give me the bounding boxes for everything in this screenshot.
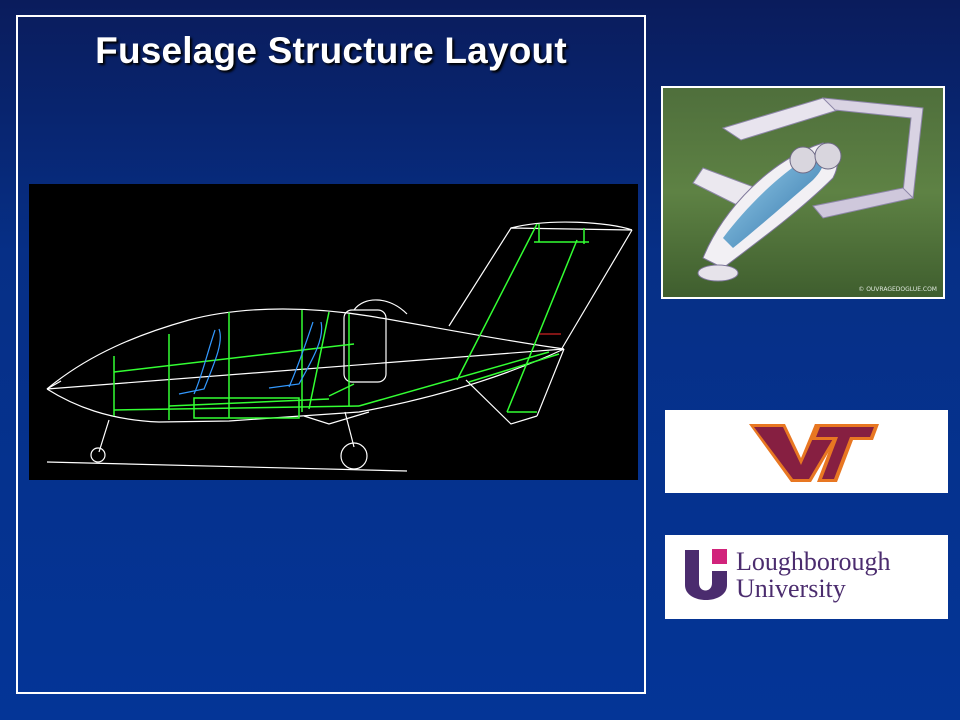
image-watermark: © OUVRAGEDOGLUE.COM (858, 286, 937, 293)
loughborough-university-logo: Loughborough University (665, 535, 948, 619)
loughborough-line-2: University (736, 574, 846, 603)
loughborough-line-1: Loughborough (736, 547, 891, 576)
loughborough-wordmark: Loughborough University (736, 548, 891, 602)
fuselage-structure-drawing (29, 184, 638, 480)
content-frame (16, 15, 646, 694)
page-title: Fuselage Structure Layout (95, 30, 567, 71)
aircraft-render-image: © OUVRAGEDOGLUE.COM (661, 86, 945, 299)
virginia-tech-logo (665, 410, 948, 493)
